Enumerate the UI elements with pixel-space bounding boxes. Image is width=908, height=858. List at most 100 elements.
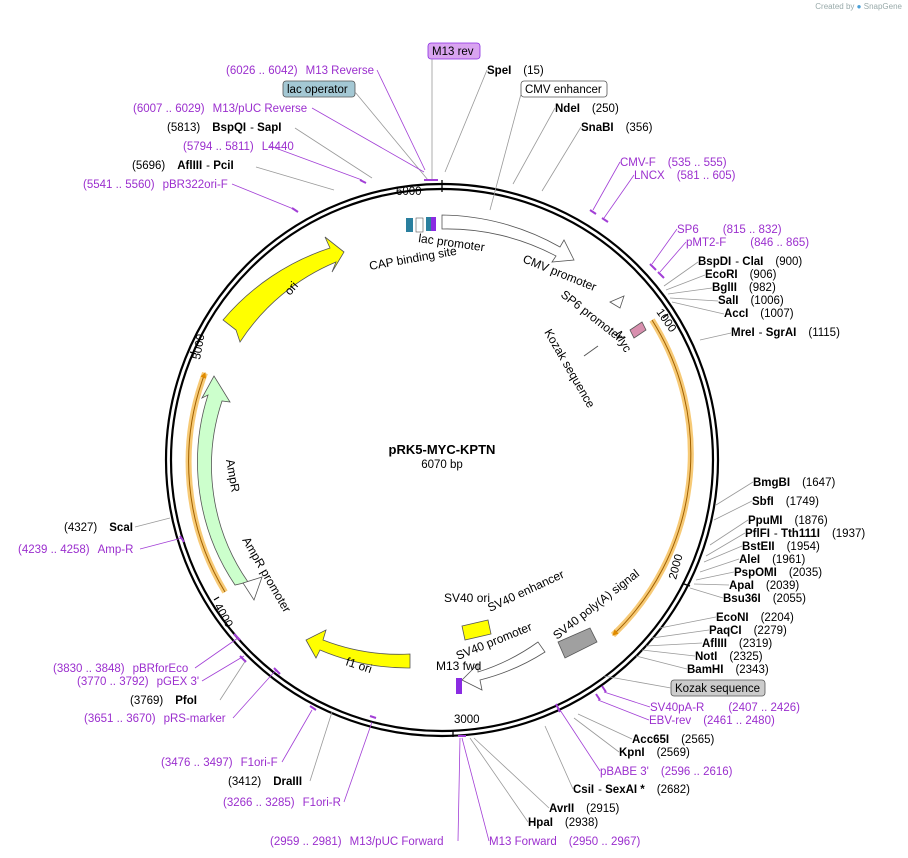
ruler-label: 6000 [396, 186, 422, 198]
primer-tick [179, 535, 185, 543]
enzyme-label-pspomi: PspOMI(2035) [734, 567, 822, 579]
enzyme-label-afliii: (5696)AflIII- PciI [132, 160, 234, 172]
enzyme-label-acci: AccI(1007) [724, 308, 794, 320]
primer-leader [597, 691, 651, 721]
snapgene-credit: Created by ● SnapGene [815, 2, 902, 11]
primer-tick [555, 703, 561, 713]
enzyme-label-ndei: NdeI(250) [555, 103, 619, 115]
feature-sv40-enhancer-label: SV40 enhancer [485, 567, 566, 615]
enzyme-label-apai: ApaI(2039) [729, 580, 799, 592]
primer-label-ebvrev: EBV-rev(2461 .. 2480) [649, 715, 775, 727]
enzyme-label-bamhi: BamHI(2343) [687, 664, 769, 676]
enzyme-label-csii: CsiI- SexAI *(2682) [573, 784, 690, 796]
enzyme-leader [689, 481, 754, 599]
primer-label-prs: (3651 .. 3670)pRS-marker [84, 713, 226, 725]
enzyme-label-paqci: PaqCI(2279) [709, 625, 787, 637]
enzyme-label-ppumi: PpuMI(1876) [748, 515, 828, 527]
enzyme-label-avrii: AvrII(2915) [549, 803, 620, 815]
enzyme-leader [541, 126, 582, 192]
ruler-label: 3000 [454, 714, 480, 726]
enzyme-leader [469, 713, 633, 823]
primer-label-pbrforeco: (3830 .. 3848)pBRforEco [53, 663, 188, 675]
enzyme-label-alei: AleI(1961) [739, 554, 806, 566]
cmv-enhancer-box-label: CMV enhancer [525, 84, 602, 96]
plasmid-name: pRK5-MYC-KPTN [389, 442, 496, 457]
cmv-enhancer-leader [489, 93, 522, 211]
primer-leader [232, 669, 277, 719]
primer-leader [231, 183, 297, 211]
feature-sv40-ori-shape [461, 619, 492, 641]
feature-kozak-shape [583, 345, 599, 357]
enzyme-label-bmgbi: BmgBI(1647) [753, 477, 835, 489]
primer-leader [592, 161, 635, 219]
kozak-box-label: Kozak sequence [675, 683, 760, 695]
primer-label-f1orir: (3266 .. 3285)F1ori-R [223, 797, 341, 809]
primer-leader [343, 721, 373, 803]
feature-f1-ori-shape [305, 629, 411, 669]
primer-label-sp6: SP6(815 .. 832) [677, 224, 782, 236]
primer-sites: (6026 .. 6042)M13 Reverse (6007 .. 6029)… [18, 65, 809, 848]
primer-label-ampr: (4239 .. 4258)Amp-R [18, 544, 133, 556]
primer-label-m13puc-fwd: (2959 .. 2981)M13/pUC Forward [270, 836, 444, 848]
primer-label-l4440: (5794 .. 5811)L4440 [183, 141, 294, 153]
primer-tick [369, 715, 377, 719]
primer-label-pbr322: (5541 .. 5560)pBR322ori-F [83, 179, 228, 191]
feature-myc-shape [629, 321, 647, 339]
ruler-tick [662, 313, 669, 319]
primer-label-pgex: (3770 .. 3792)pGEX 3' [77, 676, 199, 688]
enzyme-label-kpni: KpnI(2569) [619, 747, 690, 759]
enzyme-leader [294, 127, 373, 179]
feature-lac-promoter-shape [415, 217, 424, 233]
enzyme-leader [444, 69, 488, 173]
primer-label-pmt2f: pMT2-F(846 .. 865) [686, 237, 809, 249]
orf-arc-ampr-line [188, 372, 226, 593]
enzyme-label-pflfi: PflFI- Tth111I(1937) [745, 528, 865, 540]
primer-tick [309, 705, 317, 711]
feature-cap-site-label: CAP binding site [368, 244, 458, 273]
primer-label-lncx: LNCX(581 .. 605) [634, 170, 736, 182]
enzyme-label-bsu36i: Bsu36I(2055) [723, 593, 806, 605]
primer-label-cmvf: CMV-F(535 .. 555) [620, 157, 727, 169]
primer-tick [657, 271, 665, 279]
feature-cap-site-shape [406, 218, 413, 232]
ruler-tick [683, 583, 691, 587]
primer-tick [273, 667, 281, 675]
primer-tick [291, 207, 299, 213]
enzyme-label-econi: EcoNI(2204) [716, 612, 794, 624]
primer-leader [376, 69, 426, 171]
enzyme-leader [134, 517, 171, 528]
primer-label-m13puc-rev: (6007 .. 6029)M13/pUC Reverse [133, 103, 307, 115]
feature-m13-fwd-shape [456, 678, 462, 694]
feature-ampr-promoter-shape [242, 576, 263, 601]
feature-sv40-promoter-shape [461, 641, 546, 691]
plasmid-length: 6070 bp [421, 459, 463, 471]
feature-ampr-label: AmpR [223, 458, 243, 494]
feature-sv40-ori-label: SV40 ori [444, 591, 490, 605]
enzyme-label-bglii: BglII(982) [712, 282, 776, 294]
enzyme-label-snabi: SnaBI(356) [581, 122, 653, 134]
feature-m13-rev-shape [431, 217, 436, 231]
enzyme-label-noti: NotI(2325) [695, 651, 763, 663]
primer-label-m13fwd: M13 Forward(2950 .. 2967) [489, 836, 641, 848]
enzyme-label-sali: SalI(1006) [718, 295, 784, 307]
primer-ticks [179, 179, 665, 737]
feature-kozak-label: Kozak sequence [541, 327, 598, 411]
enzyme-leader [255, 166, 335, 191]
enzyme-leader [663, 261, 732, 341]
primer-tick [359, 179, 367, 184]
enzyme-label-hpai: HpaI(2938) [528, 817, 598, 829]
feature-ampr-promoter-label: AmpR promoter [239, 535, 293, 615]
primer-leader [651, 228, 687, 273]
primer-label-f1orif: (3476 .. 3497)F1ori-F [161, 757, 278, 769]
primer-leader [559, 709, 601, 772]
lac-operator-box-label: lac operator [287, 84, 348, 96]
lac-operator-box [282, 80, 356, 98]
enzyme-label-ecori: EcoRI(906) [705, 269, 777, 281]
enzyme-leader [219, 659, 247, 701]
enzyme-label-sbfi: SbfI(1749) [752, 496, 819, 508]
ruler-tick [189, 351, 197, 355]
primer-tick [239, 655, 247, 663]
enzyme-label-afliii2: AflIII(2319) [702, 638, 772, 650]
primer-leader [457, 737, 490, 842]
